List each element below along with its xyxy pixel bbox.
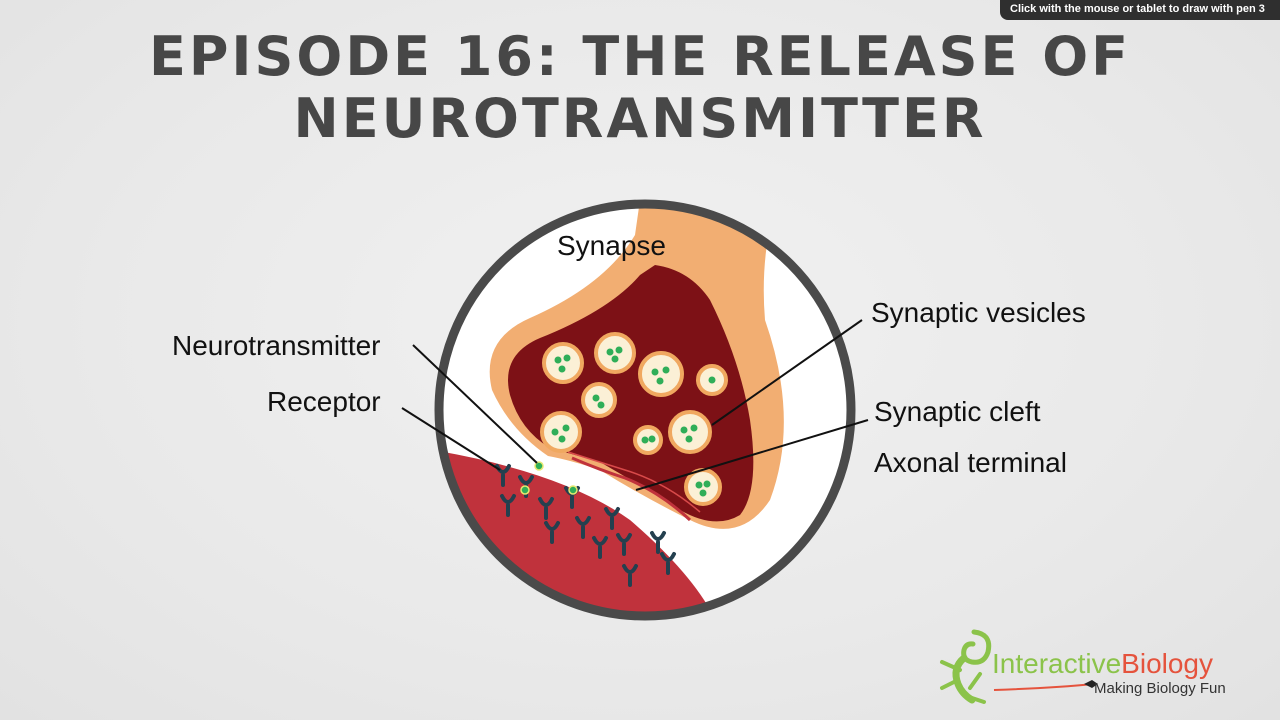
receptor-icon	[544, 521, 560, 544]
title-line-2: NEUROTRANSMITTER	[293, 87, 987, 150]
interactive-biology-logo: InteractiveBiology Making Biology Fun	[934, 622, 1264, 712]
receptor-icon	[500, 494, 516, 517]
label-synaptic-vesicles: Synaptic vesicles	[871, 297, 1086, 328]
receptor-icon	[660, 552, 676, 575]
synaptic-vesicles	[540, 332, 728, 506]
logo-word-interactive: Interactive	[992, 648, 1122, 679]
vesicles-pointer	[711, 319, 863, 426]
vesicle	[633, 425, 663, 455]
neurotransmitter-pointer	[412, 344, 538, 464]
receptor-icon	[650, 531, 666, 554]
receptor-icon	[538, 497, 554, 520]
receptor-icon	[604, 507, 620, 530]
pen-hint-bar: Click with the mouse or tablet to draw w…	[1000, 0, 1280, 20]
label-synapse: Synapse	[557, 230, 666, 261]
vesicle	[684, 468, 722, 506]
vesicle	[696, 364, 728, 396]
receptor-pointer	[401, 407, 501, 471]
cleft-pointer	[635, 419, 869, 491]
neurotransmitter-molecule	[520, 485, 530, 495]
logo-wordmark: InteractiveBiology	[992, 648, 1213, 680]
vesicle	[668, 410, 712, 454]
neurotransmitter-molecule	[534, 461, 544, 471]
neurotransmitter-molecule	[568, 485, 578, 495]
receptor-icon	[592, 536, 608, 559]
vesicle	[638, 351, 684, 397]
vesicle	[581, 382, 617, 418]
vesicle	[542, 342, 584, 384]
logo-tagline: Making Biology Fun	[1094, 680, 1226, 697]
label-axonal-terminal: Axonal terminal	[874, 447, 1067, 478]
title-line-1: EPISODE 16: THE RELEASE OF	[148, 25, 1132, 88]
mosquito-icon	[1084, 680, 1098, 688]
vesicle	[540, 411, 582, 453]
label-receptor: Receptor	[267, 386, 381, 417]
receptor-icon	[616, 533, 632, 556]
logo-underline	[993, 680, 1098, 691]
presynaptic-membrane-line	[571, 456, 692, 522]
label-synaptic-cleft: Synaptic cleft	[874, 396, 1041, 427]
vesicle	[594, 332, 636, 374]
label-neurotransmitter: Neurotransmitter	[172, 330, 381, 361]
lizard-icon	[940, 629, 992, 704]
logo-word-biology: Biology	[1121, 648, 1214, 679]
slide-title: EPISODE 16: THE RELEASE OF NEUROTRANSMIT…	[0, 26, 1280, 150]
receptor-icon	[575, 516, 591, 539]
presynaptic-membrane-line-2	[567, 451, 701, 513]
pen-hint-text: Click with the mouse or tablet to draw w…	[1010, 3, 1265, 15]
receptor-icon	[622, 564, 638, 587]
magnifier-ring	[434, 199, 856, 621]
axonal-terminal-inner	[508, 265, 754, 522]
